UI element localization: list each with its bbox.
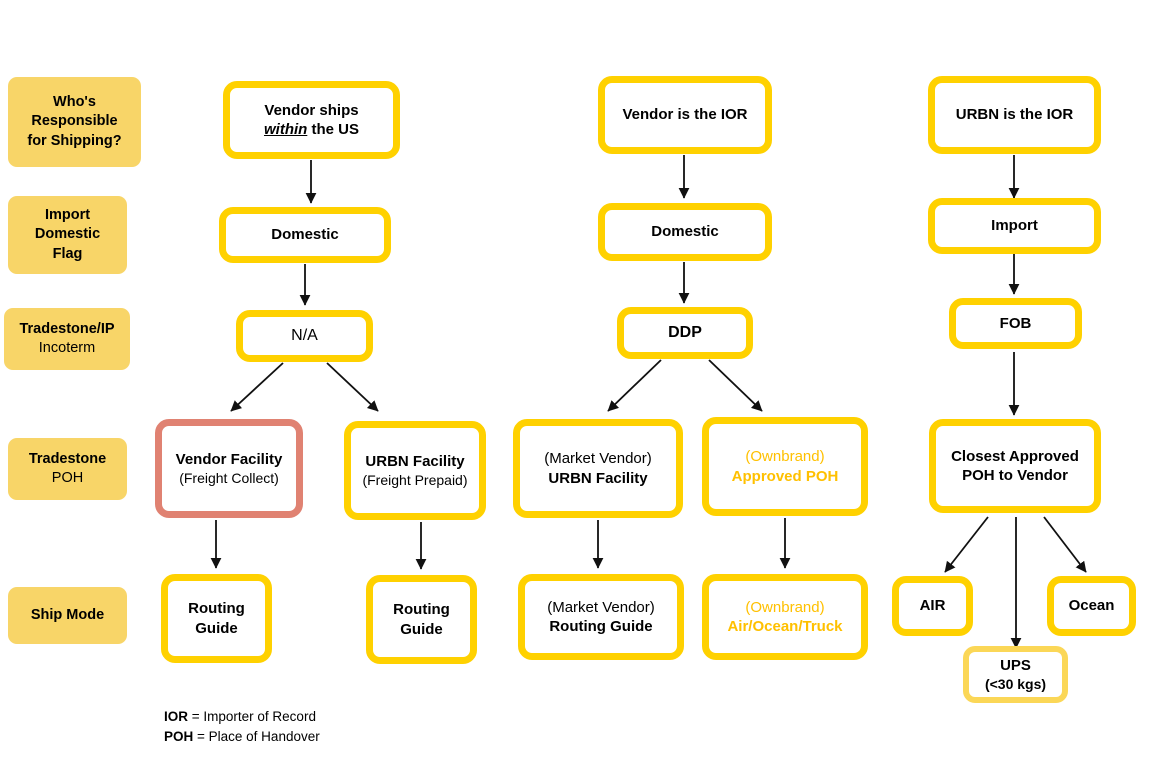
row-label-line: Domestic bbox=[34, 226, 101, 243]
row-label-line: POH bbox=[51, 470, 84, 486]
row-label-line: Tradestone bbox=[28, 450, 107, 467]
node-line: POH to Vendor bbox=[962, 467, 1068, 484]
node-line: URBN is the IOR bbox=[955, 106, 1074, 124]
node-line: Vendor ships bbox=[264, 101, 359, 119]
node-line: Import bbox=[991, 217, 1038, 235]
node-subline: (Ownbrand) bbox=[745, 598, 825, 616]
legend-definition: Place of Handover bbox=[208, 728, 320, 744]
node-line: URBN Facility bbox=[365, 452, 465, 470]
node-c2-domestic[interactable]: Domestic bbox=[598, 203, 772, 261]
node-line: N/A bbox=[291, 326, 318, 344]
legend-item: IOR = Importer of Record bbox=[164, 707, 320, 727]
legend: IOR = Importer of Record POH = Place of … bbox=[164, 707, 320, 746]
row-label-line: Ship Mode bbox=[30, 606, 105, 623]
node-subline: (<30 kgs) bbox=[984, 676, 1047, 693]
row-label-tradestone-incoterm: Tradestone/IP Incoterm bbox=[4, 308, 130, 370]
node-line: Ocean bbox=[1068, 597, 1115, 615]
edge-c2-incoterm-to-ownbrand bbox=[708, 359, 763, 412]
node-c2-ddp[interactable]: DDP bbox=[617, 307, 753, 359]
node-ship-mode-ups[interactable]: UPS (<30 kgs) bbox=[963, 646, 1068, 703]
node-ship-mode-air[interactable]: AIR bbox=[892, 576, 973, 636]
row-label-line: Incoterm bbox=[38, 340, 96, 356]
node-line-suffix: the US bbox=[307, 121, 359, 138]
node-subline: (Market Vendor) bbox=[544, 450, 652, 467]
node-urbn-facility-freight-prepaid[interactable]: URBN Facility (Freight Prepaid) bbox=[344, 421, 486, 520]
node-c1b-routing-guide[interactable]: Routing Guide bbox=[366, 575, 477, 664]
legend-abbr: POH bbox=[164, 728, 194, 744]
node-subline: (Ownbrand) bbox=[745, 448, 825, 465]
row-label-who-responsible: Who's Responsible for Shipping? bbox=[8, 77, 141, 167]
node-line: Guide bbox=[400, 620, 443, 638]
node-emphasis-word: within bbox=[263, 121, 308, 138]
node-c1-domestic[interactable]: Domestic bbox=[219, 207, 391, 263]
edge-c1-incoterm-to-vendorfacility bbox=[230, 362, 284, 412]
node-line: Domestic bbox=[651, 223, 719, 241]
node-subline: (Freight Prepaid) bbox=[362, 472, 468, 489]
legend-sep: = bbox=[193, 728, 209, 744]
row-label-line: Import bbox=[44, 207, 91, 224]
node-closest-approved-poh-to-vendor[interactable]: Closest Approved POH to Vendor bbox=[929, 419, 1101, 513]
row-label-line: Responsible bbox=[31, 113, 118, 130]
node-line: Guide bbox=[195, 619, 238, 637]
row-label-line: Tradestone/IP bbox=[19, 320, 115, 337]
node-c3-import[interactable]: Import bbox=[928, 198, 1101, 254]
node-vendor-facility-freight-collect[interactable]: Vendor Facility (Freight Collect) bbox=[155, 419, 303, 518]
node-ship-mode-ocean[interactable]: Ocean bbox=[1047, 576, 1136, 636]
row-label-import-domestic-flag: Import Domestic Flag bbox=[8, 196, 127, 274]
node-line: Routing bbox=[188, 600, 245, 617]
node-market-vendor-routing-guide[interactable]: (Market Vendor) Routing Guide bbox=[518, 574, 684, 660]
node-line: Routing bbox=[393, 601, 450, 618]
edge-c3-poh-to-air bbox=[944, 516, 989, 573]
edge-c1-incoterm-to-urbnfacility bbox=[326, 362, 379, 412]
row-label-line: for Shipping? bbox=[27, 132, 122, 149]
legend-abbr: IOR bbox=[164, 709, 189, 724]
node-subline: (Market Vendor) bbox=[547, 598, 655, 616]
node-vendor-is-the-ior[interactable]: Vendor is the IOR bbox=[598, 76, 772, 154]
row-label-line: Who's bbox=[53, 94, 96, 111]
legend-item: POH = Place of Handover bbox=[164, 727, 320, 747]
node-ownbrand-air-ocean-truck[interactable]: (Ownbrand) Air/Ocean/Truck bbox=[702, 574, 868, 660]
node-line: AIR bbox=[919, 597, 946, 615]
legend-definition: Importer of Record bbox=[203, 709, 316, 724]
row-label-line: Flag bbox=[52, 245, 83, 262]
legend-sep: = bbox=[188, 709, 204, 724]
node-line: Vendor is the IOR bbox=[622, 106, 748, 124]
node-vendor-ships-within-us[interactable]: Vendor ships within the US bbox=[223, 81, 400, 159]
node-line: Routing Guide bbox=[549, 618, 653, 635]
node-c1a-routing-guide[interactable]: Routing Guide bbox=[161, 574, 272, 663]
node-market-vendor-urbn-facility[interactable]: (Market Vendor) URBN Facility bbox=[513, 419, 683, 518]
edge-c2-incoterm-to-marketvendor bbox=[607, 359, 662, 412]
node-line-emphasis: within the US bbox=[264, 120, 359, 140]
edge-c3-poh-to-ocean bbox=[1043, 516, 1087, 573]
node-urbn-is-the-ior[interactable]: URBN is the IOR bbox=[928, 76, 1101, 154]
node-line: URBN Facility bbox=[548, 469, 648, 487]
node-line: Air/Ocean/Truck bbox=[727, 618, 843, 635]
row-label-tradestone-poh: Tradestone POH bbox=[8, 438, 127, 500]
node-line: Closest Approved bbox=[951, 447, 1079, 465]
node-ownbrand-approved-poh[interactable]: (Ownbrand) Approved POH bbox=[702, 417, 868, 516]
node-subline: (Freight Collect) bbox=[179, 470, 279, 487]
node-line: Vendor Facility bbox=[175, 450, 283, 468]
node-c3-fob[interactable]: FOB bbox=[949, 298, 1082, 349]
node-line: UPS bbox=[1000, 656, 1031, 674]
node-line: DDP bbox=[668, 323, 702, 341]
node-line: FOB bbox=[999, 314, 1032, 332]
node-c1-na[interactable]: N/A bbox=[236, 310, 373, 362]
node-line: Domestic bbox=[271, 226, 339, 244]
node-line: Approved POH bbox=[731, 467, 839, 485]
row-label-ship-mode: Ship Mode bbox=[8, 587, 127, 644]
